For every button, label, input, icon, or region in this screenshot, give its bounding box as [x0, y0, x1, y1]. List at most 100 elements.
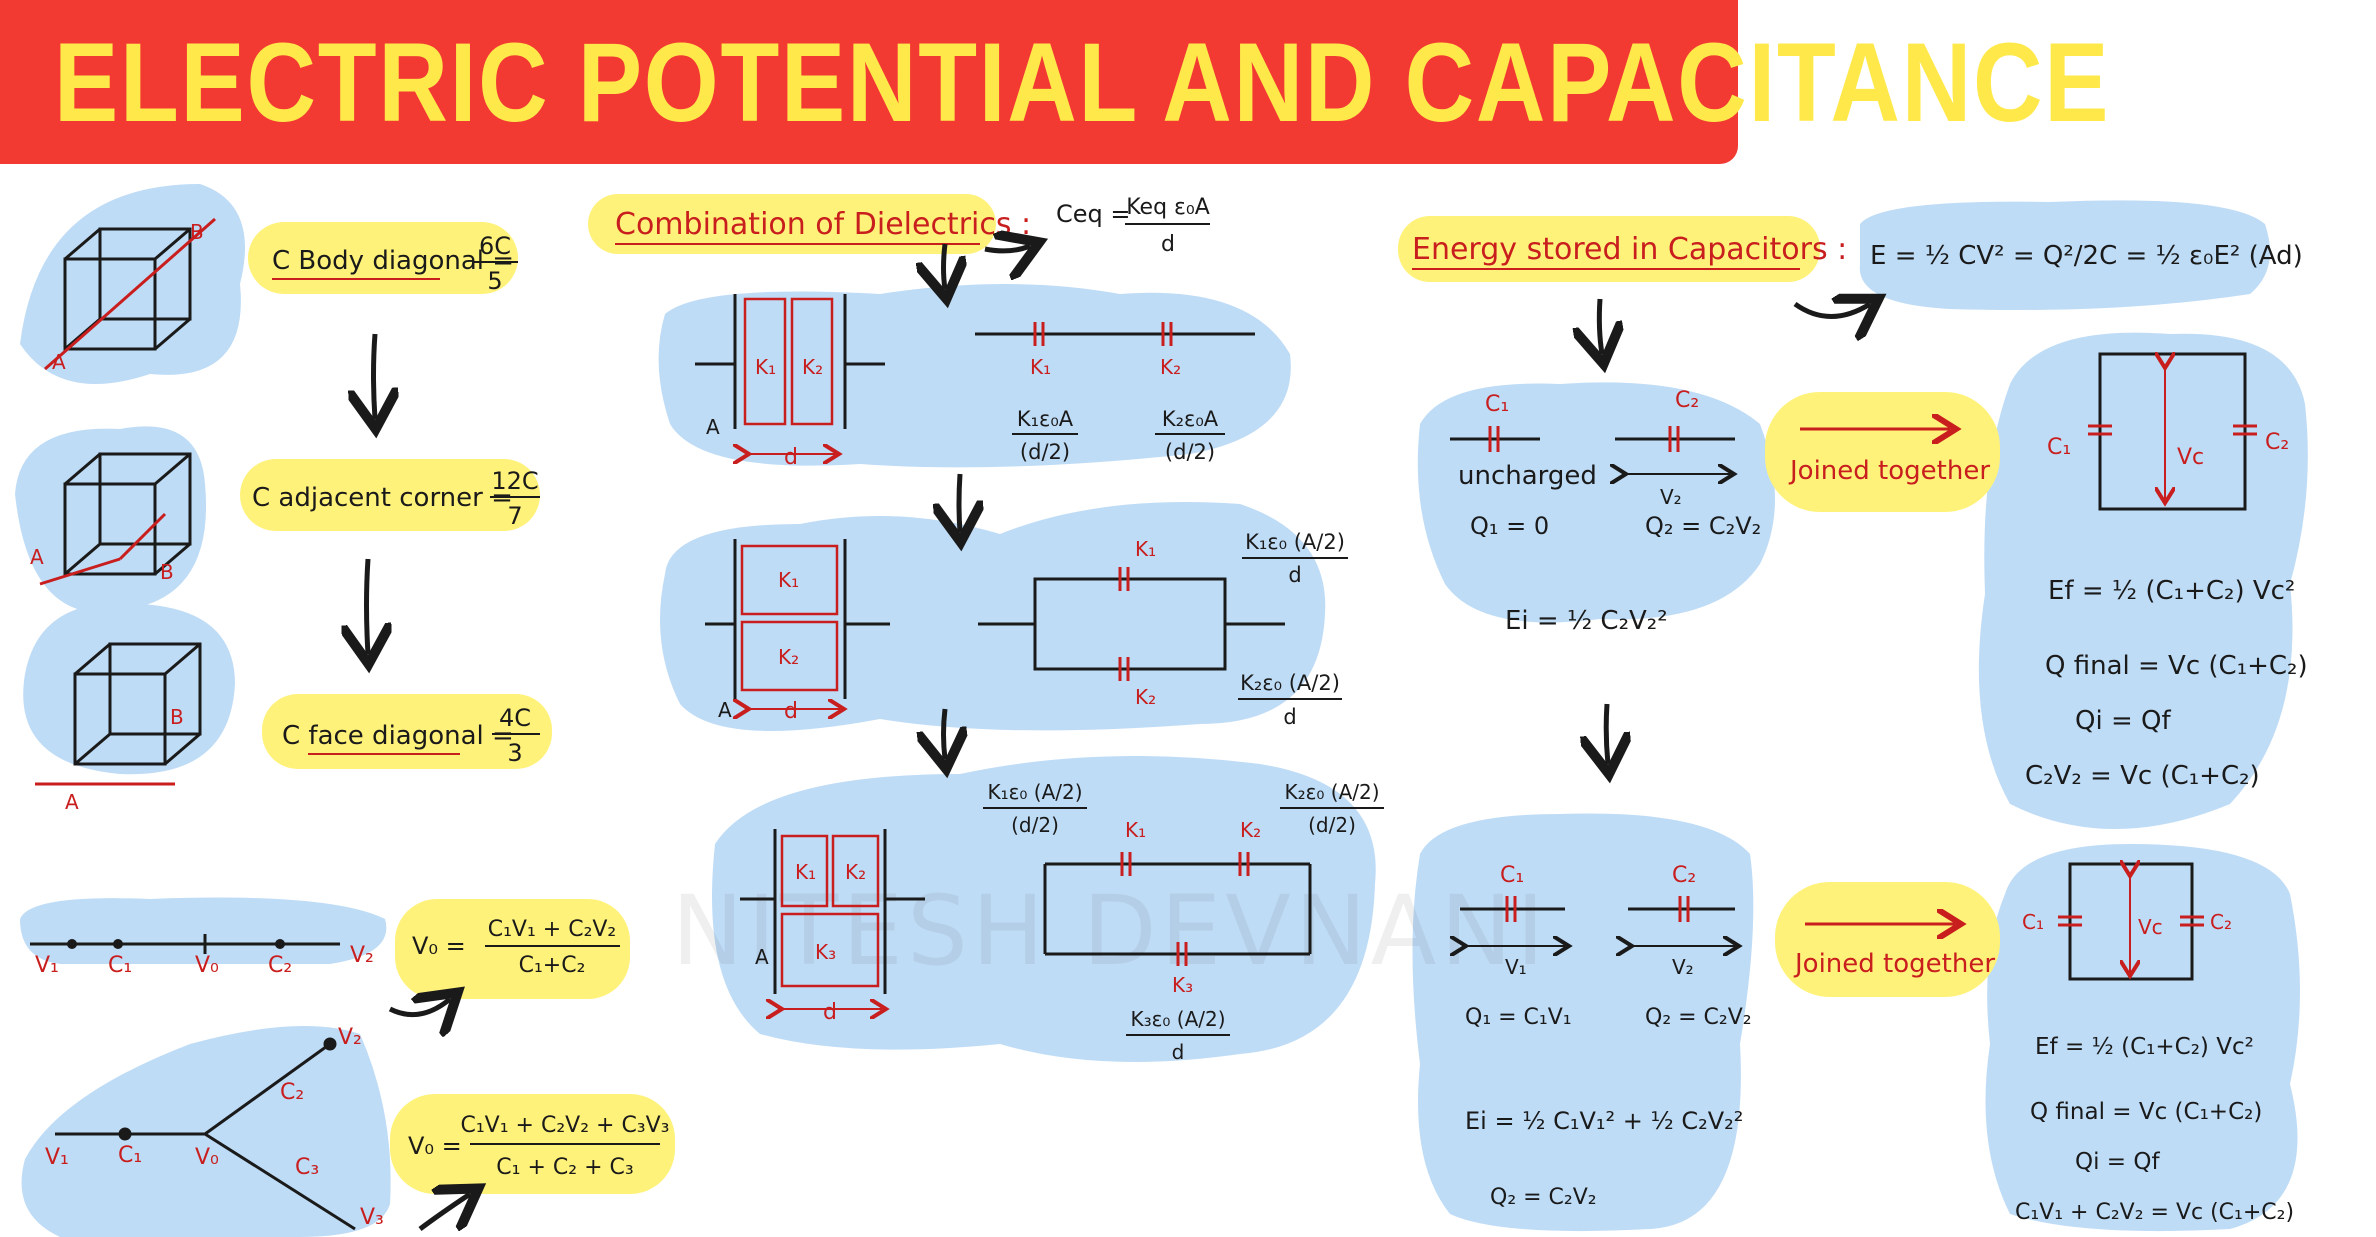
- case2-v2: V₂: [1672, 955, 1694, 979]
- star-result-arrow: [418, 1194, 470, 1229]
- star-v0: V₀: [195, 1145, 219, 1170]
- ceq-arrow: [984, 246, 1030, 251]
- case2-q1: Q₁ = C₁V₁: [1465, 1005, 1572, 1030]
- case1-v2: V₂: [1660, 485, 1682, 509]
- case2-right-c2: C₂: [2210, 910, 2232, 934]
- parallel-area: A: [718, 698, 732, 722]
- case1-qiqf: Qi = Qf: [2075, 706, 2171, 736]
- cube-corner-a: A: [52, 350, 66, 374]
- case2-ef: Ef = ½ (C₁+C₂) Vc²: [2035, 1034, 2254, 1060]
- line-v0-lhs: V₀ =: [412, 932, 466, 960]
- series-wire-k1: K₁: [1030, 355, 1051, 379]
- cube-corner-b: B: [190, 220, 204, 244]
- parallel-k1: K₁: [778, 568, 799, 592]
- case2-qiqf: Qi = Qf: [2075, 1149, 2160, 1175]
- mixed-area: A: [755, 945, 769, 969]
- common-potential-line: [30, 934, 340, 954]
- case2-ei: Ei = ½ C₁V₁² + ½ C₂V₂²: [1465, 1107, 1743, 1135]
- highlight-backgrounds: [240, 194, 2000, 1194]
- energy-heading: Energy stored in Capacitors :: [1412, 232, 1847, 267]
- mixed-k3: K₃: [815, 940, 836, 964]
- series-k2: K₂: [802, 355, 823, 379]
- case1-c2: C₂: [1675, 388, 1699, 413]
- mixed-d: d: [823, 1000, 837, 1025]
- watermark: NITESH DEVNANI: [672, 875, 1549, 987]
- dielectric-flow-arrows: [944, 243, 961, 759]
- case1-capacitors: [1450, 426, 1735, 474]
- body-diagonal-den: 5: [487, 267, 502, 295]
- title-banner: ELECTRIC POTENTIAL AND CAPACITANCE: [0, 0, 2109, 164]
- parallel-e1-den: d: [1288, 563, 1301, 587]
- case1-uncharged: uncharged: [1458, 461, 1597, 491]
- adjacent-corner-den: 7: [507, 502, 522, 530]
- case2-c1: C₁: [1500, 863, 1524, 888]
- case1-ei: Ei = ½ C₂V₂²: [1505, 606, 1668, 636]
- ceq-num: Keq ε₀A: [1126, 195, 1210, 220]
- parallel-e2-num: K₂ε₀ (A/2): [1240, 671, 1340, 695]
- series-e1-num: K₁ε₀A: [1017, 407, 1074, 431]
- mixed-e1-den: (d/2): [1011, 813, 1059, 837]
- star-v0-lhs: V₀ =: [408, 1132, 462, 1160]
- case1-ef: Ef = ½ (C₁+C₂) Vc²: [2048, 576, 2295, 606]
- adjacent-corner-num: 12C: [491, 467, 538, 495]
- parallel-e2-den: d: [1283, 705, 1296, 729]
- cube-adjacent-corner: [39, 452, 192, 586]
- series-e1-den: (d/2): [1020, 440, 1070, 464]
- notes-board: NITESH DEVNANI A B A B A B C Body diagon…: [15, 184, 2308, 1237]
- mixed-wire-k2: K₂: [1240, 818, 1261, 842]
- cube2-corner-b: B: [160, 560, 174, 584]
- case1-right-vc: Vc: [2177, 445, 2204, 470]
- face-diagonal-den: 3: [507, 739, 522, 767]
- case2-c2: C₂: [1672, 863, 1696, 888]
- line-c2: C₂: [268, 953, 292, 978]
- series-capacitor-diagram: [695, 294, 1255, 454]
- star-v2: V₂: [338, 1025, 362, 1050]
- case1-c1: C₁: [1485, 392, 1509, 417]
- star-v0-num: C₁V₁ + C₂V₂ + C₃V₃: [461, 1113, 670, 1138]
- body-diagonal-num: 6C: [479, 232, 511, 260]
- mixed-k2: K₂: [845, 860, 866, 884]
- series-e2-num: K₂ε₀A: [1162, 407, 1219, 431]
- parallel-wire-k1: K₁: [1135, 537, 1156, 561]
- line-result-arrow: [388, 999, 450, 1015]
- case1-qfinal: Q final = Vc (C₁+C₂): [2045, 651, 2308, 681]
- case2-qfinal: Q final = Vc (C₁+C₂): [2030, 1099, 2262, 1125]
- mixed-e3-den: d: [1172, 1040, 1185, 1064]
- energy-flow-arrows: [1599, 298, 1608, 764]
- series-k1: K₁: [755, 355, 776, 379]
- line-v0-den: C₁+C₂: [519, 953, 586, 978]
- star-c3: C₃: [295, 1155, 319, 1180]
- case1-right-c2: C₂: [2265, 430, 2289, 455]
- line-c1: C₁: [108, 953, 132, 978]
- dielectrics-heading: Combination of Dielectrics :: [615, 207, 1031, 242]
- case2-right-c1: C₁: [2022, 910, 2044, 934]
- series-e2-den: (d/2): [1165, 440, 1215, 464]
- mixed-e1-num: K₁ε₀ (A/2): [987, 780, 1082, 804]
- star-c2: C₂: [280, 1080, 304, 1105]
- energy-formula: E = ½ CV² = Q²/2C = ½ ε₀E² (Ad): [1870, 241, 2303, 271]
- case2-q2: Q₂ = C₂V₂: [1645, 1005, 1752, 1030]
- adjacent-corner-label: C adjacent corner =: [252, 483, 513, 513]
- mixed-capacitor-diagram: [740, 829, 1312, 1009]
- mixed-wire-k3: K₃: [1172, 973, 1193, 997]
- case1-right-c1: C₁: [2047, 435, 2071, 460]
- left-flow-arrows: [367, 333, 376, 654]
- line-v0-num: C₁V₁ + C₂V₂: [488, 917, 617, 942]
- parallel-wire-k2: K₂: [1135, 685, 1156, 709]
- line-v1: V₁: [35, 953, 59, 978]
- parallel-capacitor-diagram: [705, 539, 1285, 709]
- mixed-e3-num: K₃ε₀ (A/2): [1130, 1007, 1225, 1031]
- mixed-e2-den: (d/2): [1308, 813, 1356, 837]
- parallel-d: d: [784, 699, 798, 724]
- case1-joined-circuit: [2088, 354, 2257, 511]
- face-diagonal-num: 4C: [499, 704, 531, 732]
- series-area: A: [706, 415, 720, 439]
- ceq-den: d: [1161, 232, 1175, 257]
- line-v2: V₂: [350, 943, 374, 968]
- case2-right-vc: Vc: [2138, 915, 2163, 939]
- cube3-corner-b: B: [170, 705, 184, 729]
- line-v0: V₀: [195, 953, 219, 978]
- case2-q2-repeat: Q₂ = C₂V₂: [1490, 1185, 1597, 1210]
- parallel-e1-num: K₁ε₀ (A/2): [1245, 530, 1345, 554]
- energy-formula-arrow: [1793, 304, 1870, 317]
